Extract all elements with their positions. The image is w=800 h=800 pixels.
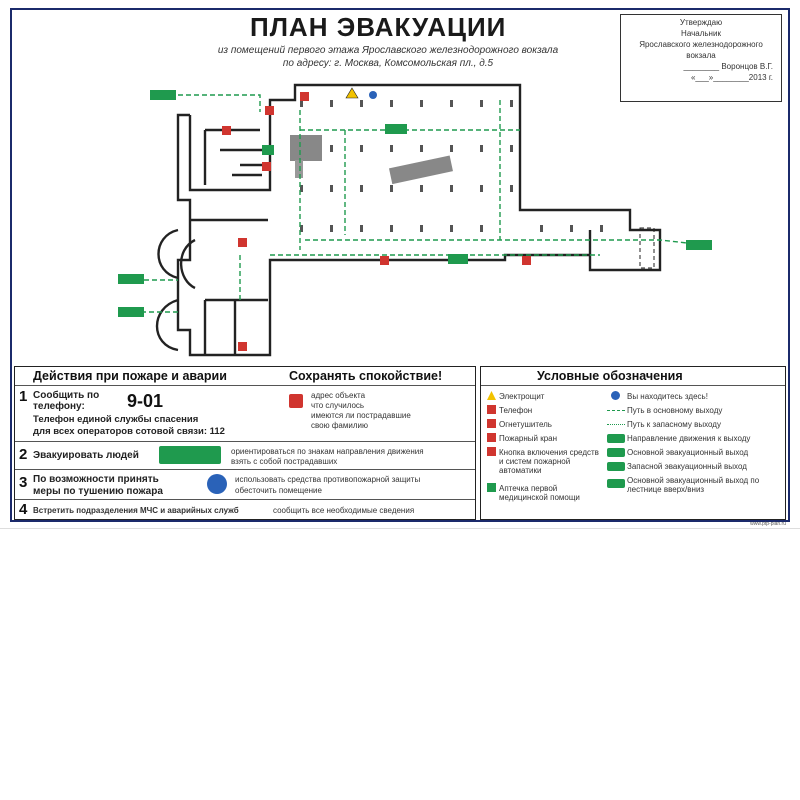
step-1-bullet-3: имеются ли пострадавшие xyxy=(311,411,411,420)
subtitle-line-1: из помещений первого этажа Ярославского … xyxy=(217,45,559,56)
exit-signs xyxy=(118,90,712,317)
you-are-here-icon xyxy=(369,91,377,99)
building-arches xyxy=(155,228,196,352)
step-1-unified-line-1: Телефон единой службы спасения xyxy=(33,414,199,425)
step-1-unified-line-2: для всех операторов сотовой связи: 112 xyxy=(33,426,225,437)
step-3-bullet-2: обесточить помещение xyxy=(235,486,322,495)
step-1-bullet-4: свою фамилию xyxy=(311,421,368,430)
legend-left-4: Пожарный кран xyxy=(499,434,558,443)
legend-left-5: Кнопка включения средств и систем пожарн… xyxy=(499,448,599,475)
legend-right-2: Путь в основному выходу xyxy=(627,406,723,415)
plan-frame xyxy=(10,8,790,522)
legend-right-7: Основной эвакуационный выход по лестнице… xyxy=(627,476,760,494)
approval-date: «___»________2013 г. xyxy=(690,73,773,82)
phone-legend-icon xyxy=(487,405,496,414)
stair-exit-legend-icon xyxy=(607,479,625,488)
legend-left-2: Телефон xyxy=(499,406,533,415)
floor-plan-drawing xyxy=(118,83,712,357)
columns xyxy=(290,100,655,269)
electrical-panel-legend-icon xyxy=(487,391,496,400)
you-are-here-legend-icon xyxy=(611,391,620,400)
extinguisher-legend-icon xyxy=(487,419,496,428)
actions-panel: Действия при пожаре и аварии Сохранять с… xyxy=(14,366,476,520)
step-4-label: Встретить подразделения МЧС и аварийных … xyxy=(33,506,239,515)
step-2-row: 2 Эвакуировать людей ориентироваться по … xyxy=(15,441,475,470)
main-exit-legend-icon xyxy=(607,448,625,457)
fire-alarm-button-legend-icon xyxy=(487,447,496,456)
actions-heading: Действия при пожаре и аварии xyxy=(33,369,227,383)
step-1-number: 1 xyxy=(19,388,28,405)
step-3-label-line-1: По возможности принять xyxy=(33,474,159,485)
phone-icon xyxy=(289,394,303,408)
main-route-legend-line xyxy=(607,410,625,411)
step-3-row: 3 По возможности принять меры по тушению… xyxy=(15,469,475,500)
legend-left-6: Аптечка первой медицинской помощи xyxy=(499,484,580,502)
legend-panel: Условные обозначения Электрощит Телефон … xyxy=(480,366,786,520)
step-2-bullet-2: взять с собой пострадавших xyxy=(231,457,338,466)
step-3-label-line-2: меры по тушению пожара xyxy=(33,486,163,497)
step-1-row: 1 Сообщить по телефону: 9-01 Телефон еди… xyxy=(15,385,475,442)
step-3-number: 3 xyxy=(19,474,28,491)
step-1-label: Сообщить по телефону: xyxy=(33,390,100,412)
evacuation-routes xyxy=(120,94,706,313)
step-1-bullet-1: адрес объекта xyxy=(311,391,366,400)
fire-hydrant-legend-icon xyxy=(487,433,496,442)
legend-right-5: Основной эвакуационный выход xyxy=(627,448,749,457)
step-1-phone: 9-01 xyxy=(127,391,164,411)
step-4-number: 4 xyxy=(19,501,28,518)
evacuation-plan-sheet: ПЛАН ЭВАКУАЦИИ из помещений первого этаж… xyxy=(0,8,800,529)
footer-url: www.ptp-plan.ru xyxy=(750,521,786,527)
legend-left-3: Огнетушитель xyxy=(499,420,552,429)
page-title: ПЛАН ЭВАКУАЦИИ xyxy=(250,12,507,42)
approval-line-4: вокзала xyxy=(686,51,716,60)
step-2-label: Эвакуировать людей xyxy=(33,450,139,461)
step-2-number: 2 xyxy=(19,446,28,463)
step-2-bullet-1: ориентироваться по знакам направления дв… xyxy=(231,447,424,456)
legend-left-1: Электрощит xyxy=(499,392,545,401)
stay-calm-heading: Сохранять спокойствие! xyxy=(289,369,443,383)
legend-right-4: Направление движения к выходу xyxy=(627,434,751,443)
electrical-panel-icon xyxy=(345,87,359,99)
first-aid-legend-icon xyxy=(487,483,496,492)
step-3-bullet-1: использовать средства противопожарной за… xyxy=(235,475,421,484)
approval-stamp: Утверждаю Начальник Ярославского железно… xyxy=(620,14,782,102)
direction-sign-legend-icon xyxy=(607,434,625,443)
exit-sign-icon xyxy=(159,446,221,464)
legend-right-6: Запасной эвакуационный выход xyxy=(627,462,747,471)
approval-line-2: Начальник xyxy=(681,29,721,38)
step-4-row: 4 Встретить подразделения МЧС и аварийны… xyxy=(15,499,475,520)
legend-divider xyxy=(481,385,785,386)
step-1-bullet-2: что случилось xyxy=(311,401,365,410)
reserve-route-legend-line xyxy=(607,424,625,425)
subtitle-line-2: по адресу: г. Москва, Комсомольская пл.,… xyxy=(282,58,494,69)
plan-subtitle: из помещений первого этажа Ярославского … xyxy=(168,44,608,70)
legend-heading: Условные обозначения xyxy=(537,369,683,383)
approval-line-3: Ярославского железнодорожного xyxy=(639,40,763,49)
legend-right-3: Путь к запасному выходу xyxy=(627,420,721,429)
approval-line-1: Утверждаю xyxy=(679,18,723,27)
fire-extinguisher-icon xyxy=(207,474,227,494)
legend-right-1: Вы находитесь здесь! xyxy=(627,392,708,401)
reserve-exit-legend-icon xyxy=(607,462,625,471)
step-4-bullet: сообщить все необходимые сведения xyxy=(273,506,415,515)
fire-equipment xyxy=(222,92,531,351)
approval-signature: ________ Воронцов В.Г. xyxy=(683,62,773,71)
building-walls xyxy=(176,83,662,357)
